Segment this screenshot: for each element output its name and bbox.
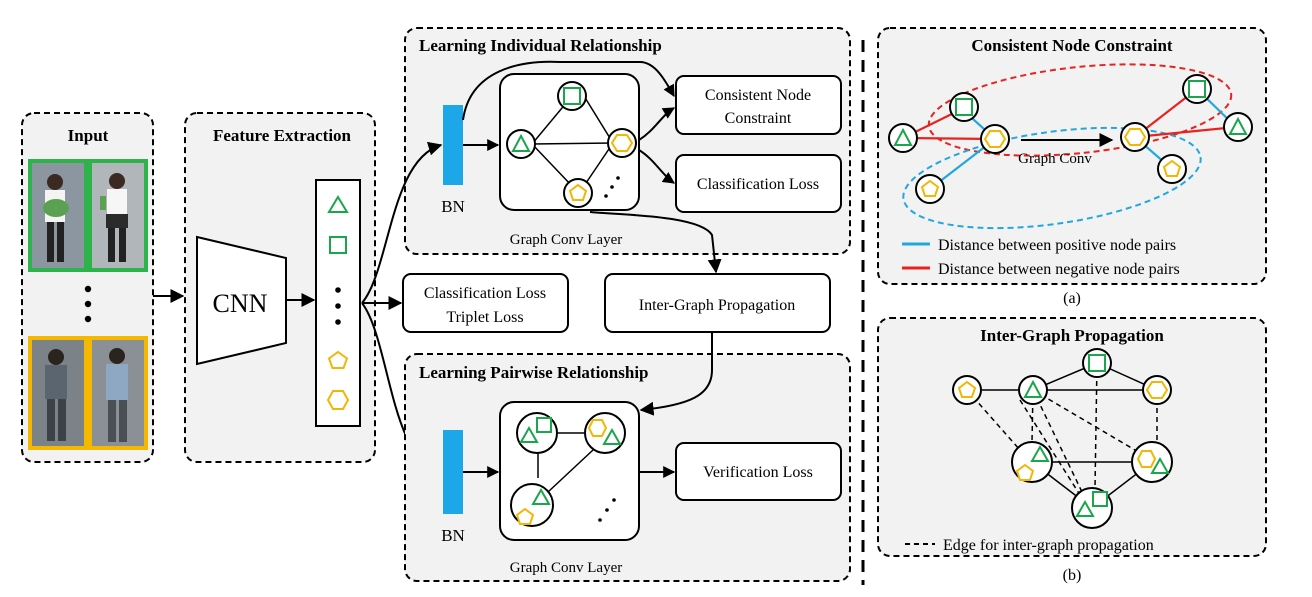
bn-label-top: BN: [441, 197, 465, 216]
graph-node-triangle: [506, 129, 536, 159]
graph-conv-layer-label-bottom: Graph Conv Layer: [510, 560, 622, 576]
legend-negative-label: Distance between negative node pairs: [938, 261, 1180, 278]
triangle-feature-icon: [327, 195, 349, 213]
graph-node-hexagon: [607, 128, 637, 158]
inter-graph-label: Inter-Graph Propagation: [639, 297, 796, 314]
pairwise-relationship-panel: Learning Pairwise Relationship BN Graph …: [404, 353, 851, 582]
consistent-node-line1: Consistent Node: [705, 87, 811, 104]
pedestrian-image-3: [32, 340, 84, 446]
input-ellipsis: [84, 285, 92, 323]
classification-loss-label: Classification Loss: [697, 176, 819, 193]
panel-a-title: Consistent Node Constraint: [971, 36, 1173, 55]
pedestrian-image-1: [32, 163, 84, 268]
panel-a-consistent-node: Consistent Node Constraint Graph Conv: [877, 27, 1267, 285]
classification-loss-box: [675, 154, 842, 213]
graph-node-square: [557, 81, 587, 111]
pair-node-hexagon-triangle: [584, 412, 626, 454]
input-title: Input: [68, 126, 109, 145]
yellow-id-images: [28, 336, 148, 450]
cyan-dashed-ellipse: [902, 126, 1202, 230]
individual-relationship-panel: Learning Individual Relationship BN G: [404, 27, 851, 255]
graph-conv-arrow-label: Graph Conv: [1018, 151, 1092, 167]
panel-b-inter-graph: Inter-Graph Propagation: [877, 317, 1267, 557]
green-id-images: [28, 159, 148, 272]
graph-conv-layer-label-top: Graph Conv Layer: [510, 232, 622, 248]
pedestrian-image-2: [92, 163, 144, 268]
pair-node-triangle-pentagon: [510, 483, 554, 527]
square-feature-icon: [329, 236, 347, 254]
pedestrian-image-4: [92, 340, 144, 446]
global-loss-line1: Classification Loss: [424, 285, 546, 302]
arrow-top-graph-to-inter: [589, 211, 722, 274]
arrow-features-to-bn-top: [361, 141, 443, 304]
global-losses-box: Classification Loss Triplet Loss: [402, 273, 569, 333]
verification-loss-box: [675, 442, 842, 501]
individual-panel-title: Learning Individual Relationship: [419, 36, 662, 55]
input-panel: Input: [21, 112, 154, 463]
arrow-bn-skip-to-constraint: [462, 60, 675, 121]
inter-graph-propagation-box: Inter-Graph Propagation: [604, 273, 831, 333]
pair-node-triangle-square: [516, 412, 558, 454]
hexagon-feature-icon: [326, 390, 350, 410]
arrow-inter-to-bottom-graph: [639, 332, 713, 416]
legend-edge-label: Edge for inter-graph propagation: [943, 537, 1154, 554]
graph-conv-box-top: [499, 73, 640, 211]
global-loss-line2: Triplet Loss: [446, 309, 523, 326]
bn-block-top: [443, 105, 463, 185]
feature-vector-column: [315, 179, 361, 427]
cnn-block: [196, 235, 287, 366]
bn-block-bottom: [443, 430, 463, 514]
feature-extraction-title: Feature Extraction: [213, 126, 352, 145]
cnn-label: CNN: [213, 289, 268, 318]
pentagon-feature-icon: [327, 350, 349, 369]
bn-label-bottom: BN: [441, 526, 465, 545]
panel-b-title: Inter-Graph Propagation: [980, 326, 1164, 345]
legend-positive-label: Distance between positive node pairs: [938, 237, 1176, 254]
verification-loss-label: Verification Loss: [703, 464, 813, 481]
graph-node-pentagon: [563, 178, 593, 208]
consistent-node-line2: Constraint: [725, 110, 792, 127]
panel-a-caption: (a): [1063, 290, 1081, 307]
feature-extraction-panel: Feature Extraction CNN: [184, 112, 376, 463]
consistent-node-constraint-box: [675, 75, 842, 135]
pairwise-panel-title: Learning Pairwise Relationship: [419, 363, 649, 382]
panel-b-caption: (b): [1063, 567, 1082, 584]
